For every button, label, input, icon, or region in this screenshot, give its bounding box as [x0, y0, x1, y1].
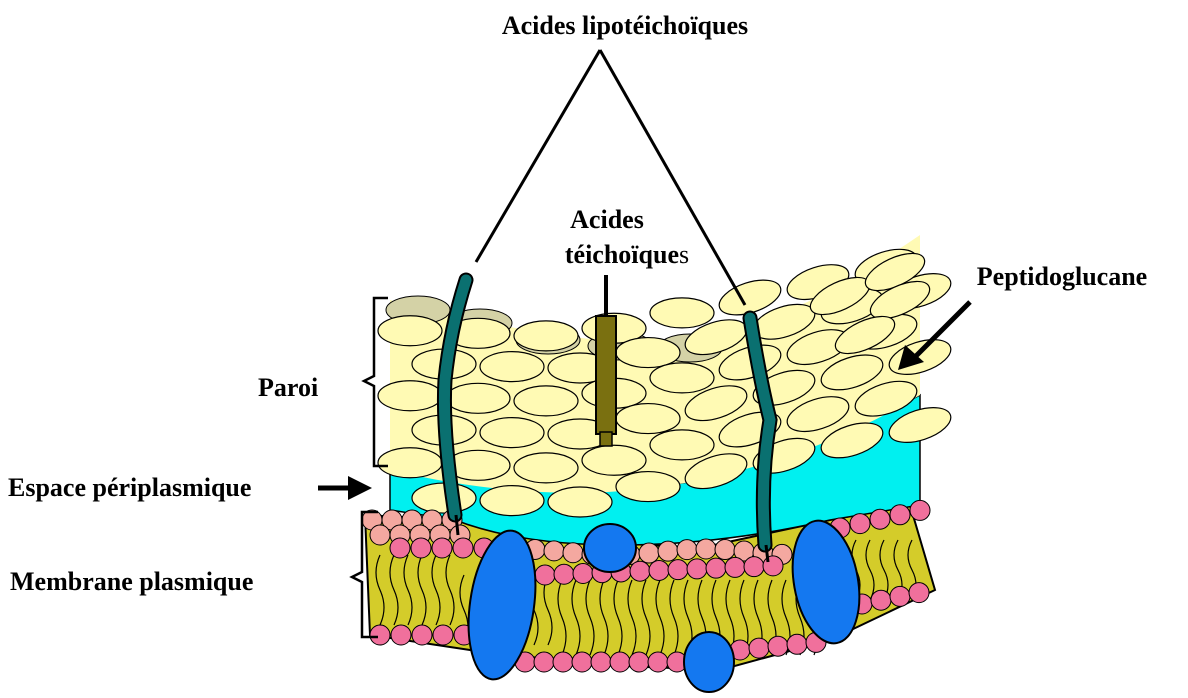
lipid-head	[763, 556, 783, 576]
lipid-head	[591, 652, 611, 672]
lipid-head	[715, 540, 735, 560]
label-periplasmic-space: Espace périplasmique	[8, 473, 251, 502]
lipid-head	[687, 559, 707, 579]
peptidoglycan-strand	[446, 383, 510, 413]
lipid-head	[725, 557, 745, 577]
peptidoglycan-strand	[616, 472, 680, 502]
peptidoglycan-strand	[378, 381, 442, 411]
lipid-head	[744, 557, 764, 577]
peptidoglycan-strand	[548, 487, 612, 517]
lipid-head	[453, 538, 473, 558]
lipid-head	[668, 560, 688, 580]
peptidoglycan-strand	[480, 418, 544, 448]
lipid-head	[544, 541, 564, 561]
label-peptidoglucane: Peptidoglucane	[977, 262, 1147, 291]
peptidoglycan-strand	[480, 352, 544, 382]
lipid-head	[572, 652, 592, 672]
label-teichoic-acids-line2: téichoïques	[565, 240, 689, 269]
lipid-head	[370, 625, 390, 645]
lipid-head	[871, 590, 891, 610]
lipid-head	[850, 514, 870, 534]
peptidoglycan-strand	[616, 338, 680, 368]
label-lipoteichoic-acids: Acides lipotéichoïques	[502, 11, 748, 40]
label-teichoic-acids-line1: Acides	[570, 205, 644, 234]
lipid-head	[890, 505, 910, 525]
lipid-head	[433, 625, 453, 645]
peptidoglycan-strand	[616, 404, 680, 434]
peptidoglycan-strand	[650, 298, 714, 328]
lipid-head	[563, 543, 583, 563]
lipid-head	[411, 538, 431, 558]
lipid-head	[432, 538, 452, 558]
peripheral-protein-bottom	[684, 632, 734, 692]
peptidoglycan-strand	[514, 386, 578, 416]
lipid-head	[534, 652, 554, 672]
label-membrane-plasmique: Membrane plasmique	[10, 567, 253, 596]
peripheral-protein-top	[584, 524, 636, 572]
lipid-head	[749, 638, 769, 658]
lipid-head	[787, 634, 807, 654]
lipid-head	[535, 565, 555, 585]
label-teichoic-acids-end: s	[679, 240, 689, 269]
lipid-head	[610, 652, 630, 672]
peptidoglycan-strand	[650, 363, 714, 393]
lipid-head	[658, 541, 678, 561]
lipid-head	[870, 509, 890, 529]
lipid-head	[648, 652, 668, 672]
lipid-head	[639, 543, 659, 563]
peptidoglycan-strand	[480, 486, 544, 516]
lipid-head	[706, 558, 726, 578]
label-paroi: Paroi	[258, 373, 318, 402]
lipid-head	[909, 583, 929, 603]
periplasmic-arrow	[318, 476, 372, 500]
lipid-head	[412, 625, 432, 645]
lipid-head	[910, 500, 930, 520]
lipid-head	[553, 652, 573, 672]
lipid-head	[677, 540, 697, 560]
lipid-head	[573, 563, 593, 583]
lipid-head	[370, 525, 390, 545]
lipid-head	[649, 560, 669, 580]
peptidoglycan-strand	[514, 453, 578, 483]
lipid-head	[629, 652, 649, 672]
lipid-head	[391, 625, 411, 645]
peptidoglycan-strand	[378, 316, 442, 346]
lipid-head	[554, 564, 574, 584]
lipid-head	[768, 636, 788, 656]
lipid-head	[696, 539, 716, 559]
peptidoglycan-strand	[514, 321, 578, 351]
peptidoglycan-strand	[582, 445, 646, 475]
lipid-head	[890, 586, 910, 606]
peptidoglycan-strand	[378, 448, 442, 478]
teichoic-acid	[596, 275, 616, 446]
peptidoglycan-strand	[650, 430, 714, 460]
lipid-head	[390, 538, 410, 558]
lipid-head	[630, 561, 650, 581]
label-teichoic-acids-bold: téichoïque	[565, 240, 679, 269]
